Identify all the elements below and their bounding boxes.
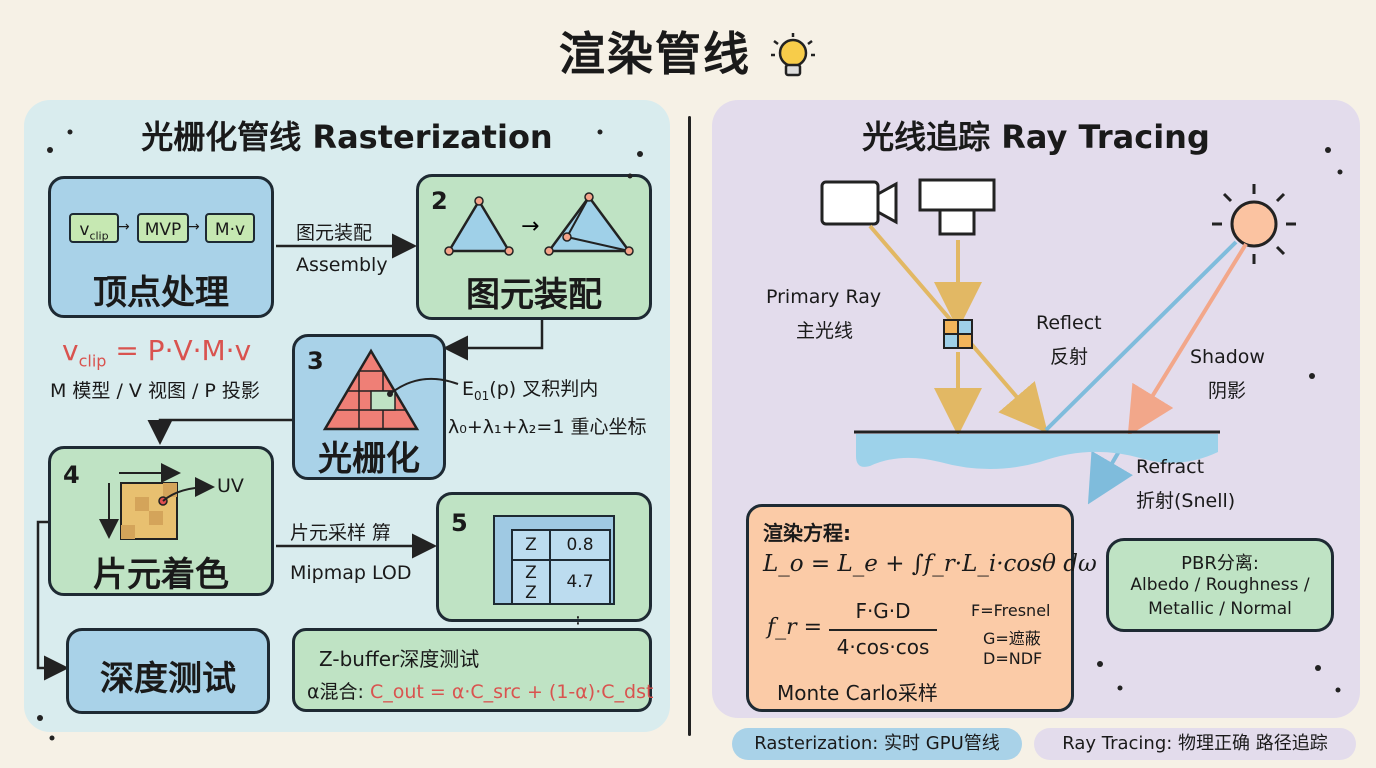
footer-raytracing-pill: Ray Tracing: 物理正确 路径追踪 <box>1034 728 1356 760</box>
zbuffer-box: 5 Z 0.8 Z Z 4.7 ⋮ <box>436 492 652 634</box>
brdf-numerator: F·G·D <box>855 599 911 623</box>
monitor-icon <box>918 178 996 236</box>
step-number: 2 <box>431 187 448 215</box>
pbr-line-3: Metallic / Normal <box>1148 599 1292 619</box>
equation-heading: 渲染方程: <box>763 521 851 545</box>
arrow-assembly-to-raster <box>443 320 544 361</box>
reflect-label-zh: 反射 <box>1050 346 1089 368</box>
raster-grid-triangle-icon <box>322 348 420 431</box>
rasterization-title: 光栅化管线 Rasterization <box>141 118 553 156</box>
brdf-lhs: f_r = <box>767 615 823 640</box>
step-number: 3 <box>307 347 324 375</box>
fresnel-term: F=Fresnel <box>971 601 1051 620</box>
vertex-processing-label: 顶点处理 <box>93 273 229 313</box>
zbuffer-cell: 4.7 <box>549 559 611 605</box>
rasterization-label: 光栅化 <box>318 439 420 479</box>
shadow-label-en: Shadow <box>1190 346 1265 368</box>
brdf-denominator: 4·cos·cos <box>836 635 930 659</box>
sun-icon <box>1212 184 1296 264</box>
chip-vclip: vclip <box>69 213 119 243</box>
primitive-assembly-box: 2 → 图元装配 <box>416 174 652 320</box>
rendering-equation-box: 渲染方程: L_o = L_e + ∫f_r·L_i·cosθ dω f_r =… <box>746 504 1097 712</box>
chip-arrow-icon: → <box>118 219 130 235</box>
arrow-to-depth-test <box>36 520 69 681</box>
geometry-term: G=遮蔽 <box>983 629 1041 648</box>
pbr-bubble: PBR分离: Albedo / Roughness / Metallic / N… <box>1106 538 1334 632</box>
mvp-legend: M 模型 / V 视图 / P 投影 <box>50 380 260 402</box>
pbr-heading: PBR分离: <box>1181 553 1259 574</box>
ndf-term: D=NDF <box>983 649 1043 668</box>
primary-ray-label-en: Primary Ray <box>766 286 882 308</box>
pbr-line-2: Albedo / Roughness / <box>1130 575 1310 595</box>
footer-rasterization-pill: Rasterization: 实时 GPU管线 <box>732 728 1022 760</box>
sampling-arrow-label-en: Mipmap LOD <box>290 562 412 584</box>
vertex-processing-box: vclip MVP M·v → → 顶点处理 <box>48 176 274 318</box>
assembly-arrow-label-zh: 图元装配 <box>296 222 373 244</box>
primitive-assembly-label: 图元装配 <box>466 275 602 315</box>
zbuffer-label: Z-buffer深度测试 <box>319 647 480 671</box>
refract-label-en: Refract <box>1136 456 1205 478</box>
barycentric-label: λ₀+λ₁+λ₂=1 重心坐标 <box>448 416 647 438</box>
camera-icon <box>820 180 898 226</box>
triangle-assembly-icon: → <box>444 192 634 256</box>
edge-function-label: E01(p) 叉积判内 <box>462 378 599 403</box>
zbuffer-alpha-box: Z-buffer深度测试 α混合: C_out = α·C_src + (1-α… <box>292 628 654 712</box>
refract-label-zh: 折射(Snell) <box>1136 490 1236 512</box>
arrow-raster-to-fragment <box>147 418 292 445</box>
svg-text:→: → <box>521 214 539 239</box>
alpha-blend-label: α混合: C_out = α·C_src + (1-α)·C_dst <box>307 681 654 703</box>
depth-test-box: 深度测试 <box>66 628 270 714</box>
step-number: 5 <box>451 509 468 537</box>
rasterization-box: 3 光栅化 <box>292 334 446 480</box>
chip-mv: M·v <box>205 213 255 243</box>
rendering-equation: L_o = L_e + ∫f_r·L_i·cosθ dω <box>763 551 1097 577</box>
depth-test-label: 深度测试 <box>100 659 236 699</box>
lightbulb-icon <box>769 31 817 85</box>
primary-ray-label-zh: 主光线 <box>796 320 854 342</box>
fraction-bar <box>829 629 937 631</box>
uv-label: UV <box>217 475 244 497</box>
chip-mvp: MVP <box>137 213 189 243</box>
fragment-shading-label: 片元着色 <box>93 555 229 595</box>
reflect-label-en: Reflect <box>1036 312 1102 334</box>
step-number: 4 <box>63 461 80 489</box>
water-surface <box>856 434 1218 469</box>
pixel-grid-icon <box>943 319 973 349</box>
assembly-arrow-label-en: Assembly <box>296 254 388 276</box>
sampling-arrow-label-zh: 片元采样 簈 <box>290 522 392 544</box>
zbuffer-cell: Z <box>511 529 551 561</box>
ray-tracing-title: 光线追踪 Ray Tracing <box>862 118 1210 156</box>
fragment-shading-box: 4 UV 片元着色 <box>48 446 274 596</box>
page-title: 渲染管线 <box>0 18 1376 85</box>
monte-carlo-label: Monte Carlo采样 <box>777 681 938 705</box>
panel-divider <box>688 116 691 736</box>
uv-texture-icon <box>99 463 215 540</box>
mvp-formula: vclip = P·V·M·v <box>62 334 252 371</box>
shadow-label-zh: 阴影 <box>1208 380 1247 402</box>
chip-arrow-icon: → <box>188 219 200 235</box>
